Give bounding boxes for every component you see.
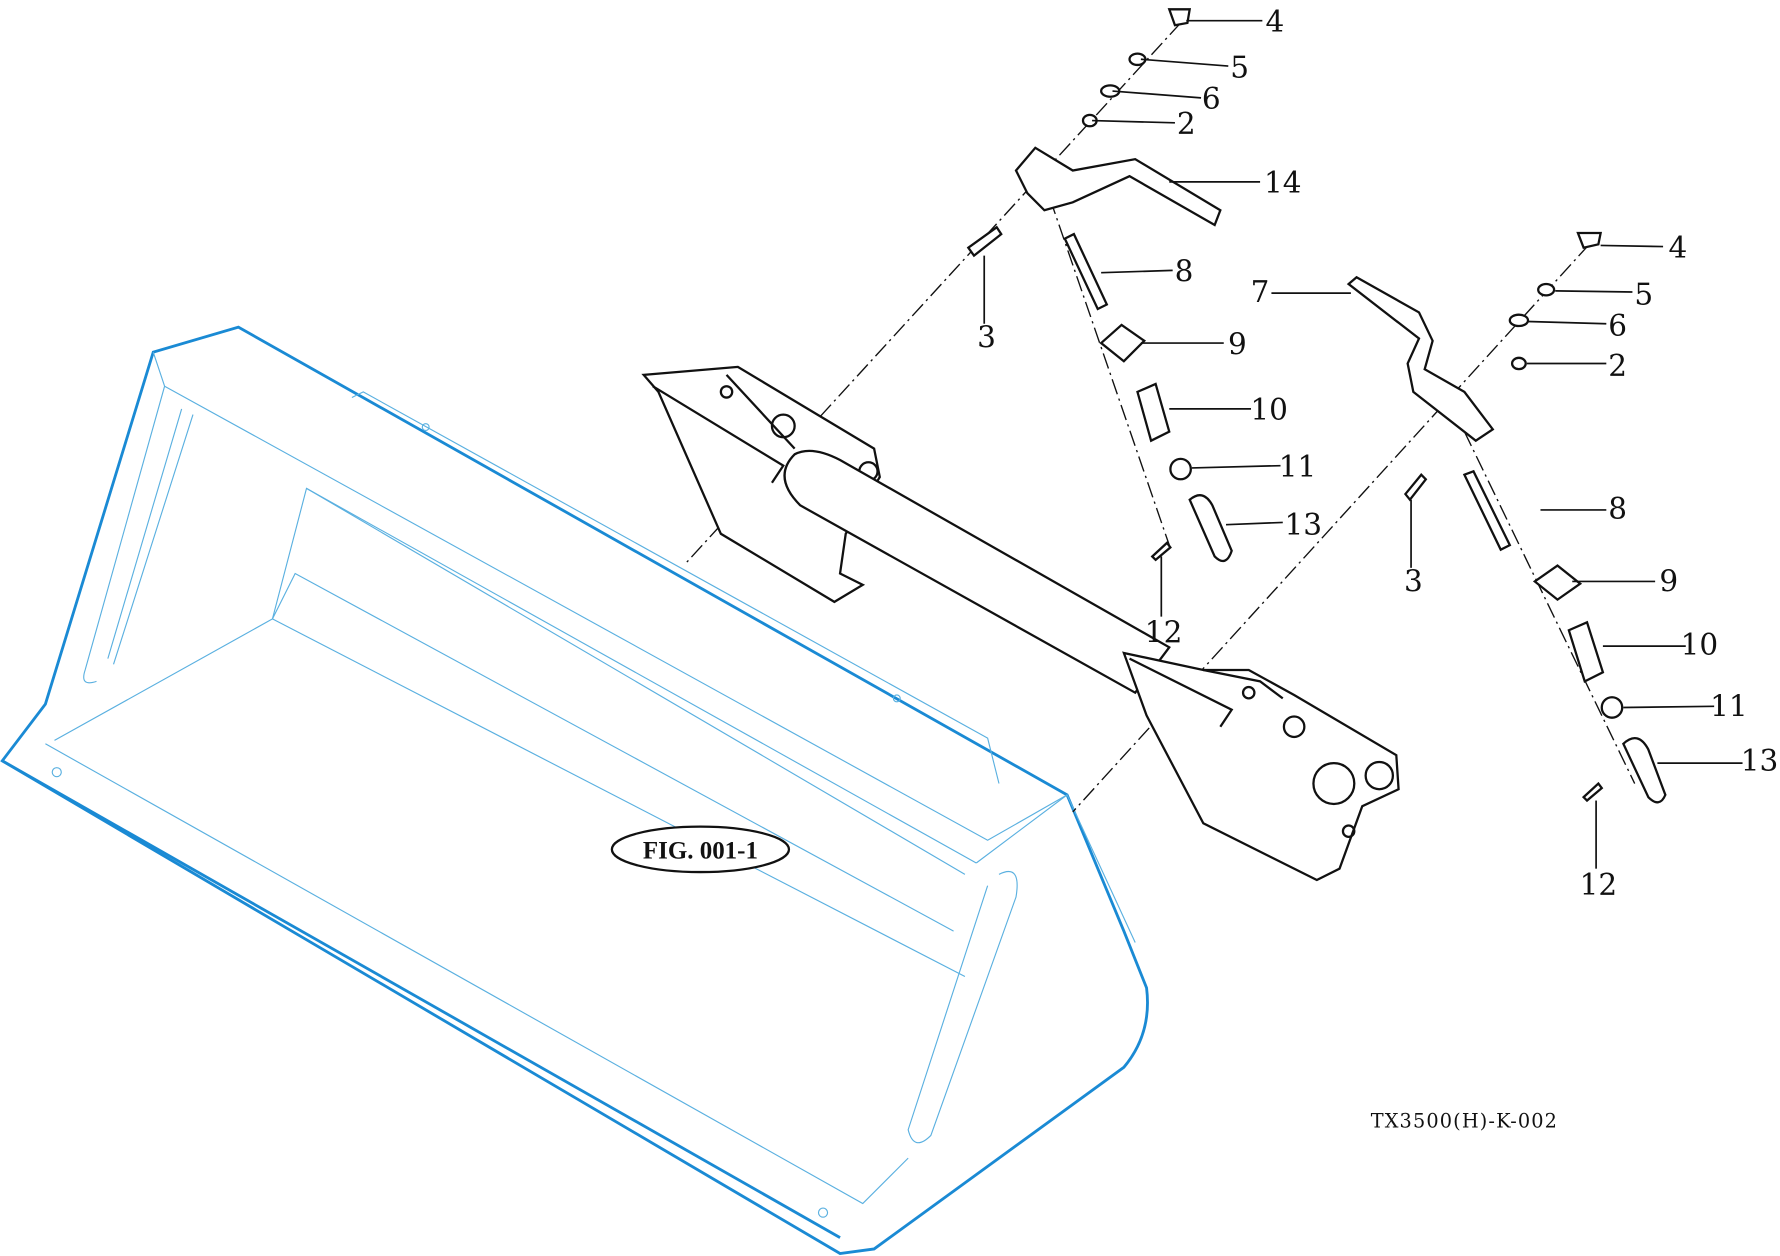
leader-line: [1112, 90, 1202, 99]
callout-5[interactable]: 5: [1634, 277, 1653, 311]
callout-13[interactable]: 13: [1284, 508, 1322, 542]
callout-13[interactable]: 13: [1741, 744, 1779, 778]
callout-3[interactable]: 3: [977, 321, 996, 355]
leader-line: [1623, 705, 1715, 709]
leader-line: [1555, 289, 1633, 293]
frame-assembly: [641, 365, 1400, 882]
bucket: [0, 325, 1149, 1255]
leader-line: [1225, 521, 1283, 526]
callout-8[interactable]: 8: [1175, 255, 1194, 289]
leader-line: [1101, 269, 1173, 274]
leader-line: [1191, 464, 1281, 469]
figure-label[interactable]: FIG. 001-1: [643, 837, 758, 864]
callout-4[interactable]: 4: [1668, 231, 1687, 265]
leader-line: [1092, 119, 1175, 124]
callout-11[interactable]: 11: [1710, 690, 1748, 724]
left-lever-group: [966, 8, 1233, 563]
callout-6[interactable]: 6: [1202, 82, 1221, 116]
callout-9[interactable]: 9: [1659, 565, 1678, 599]
callout-3[interactable]: 3: [1404, 565, 1423, 599]
callout-7[interactable]: 7: [1251, 275, 1270, 309]
callout-2[interactable]: 2: [1608, 349, 1627, 383]
callout-8[interactable]: 8: [1608, 492, 1627, 526]
callout-11[interactable]: 11: [1279, 450, 1317, 484]
callout-14[interactable]: 14: [1264, 166, 1302, 200]
leader-line: [1527, 320, 1607, 325]
leader-line: [1140, 58, 1229, 67]
right-lever-group: [1346, 231, 1667, 804]
callout-9[interactable]: 9: [1228, 327, 1247, 361]
callout-12[interactable]: 12: [1580, 868, 1618, 902]
leader-line: [1600, 244, 1664, 248]
callout-10[interactable]: 10: [1250, 393, 1288, 427]
callout-2[interactable]: 2: [1177, 107, 1196, 141]
figure-label-badge[interactable]: FIG. 001-1: [610, 825, 791, 874]
callout-5[interactable]: 5: [1230, 50, 1249, 84]
callout-6[interactable]: 6: [1608, 309, 1627, 343]
callout-12[interactable]: 12: [1145, 616, 1183, 650]
callout-10[interactable]: 10: [1681, 628, 1719, 662]
drawing-number: TX3500(H)-K-002: [1371, 1109, 1558, 1132]
callout-4[interactable]: 4: [1265, 5, 1284, 39]
